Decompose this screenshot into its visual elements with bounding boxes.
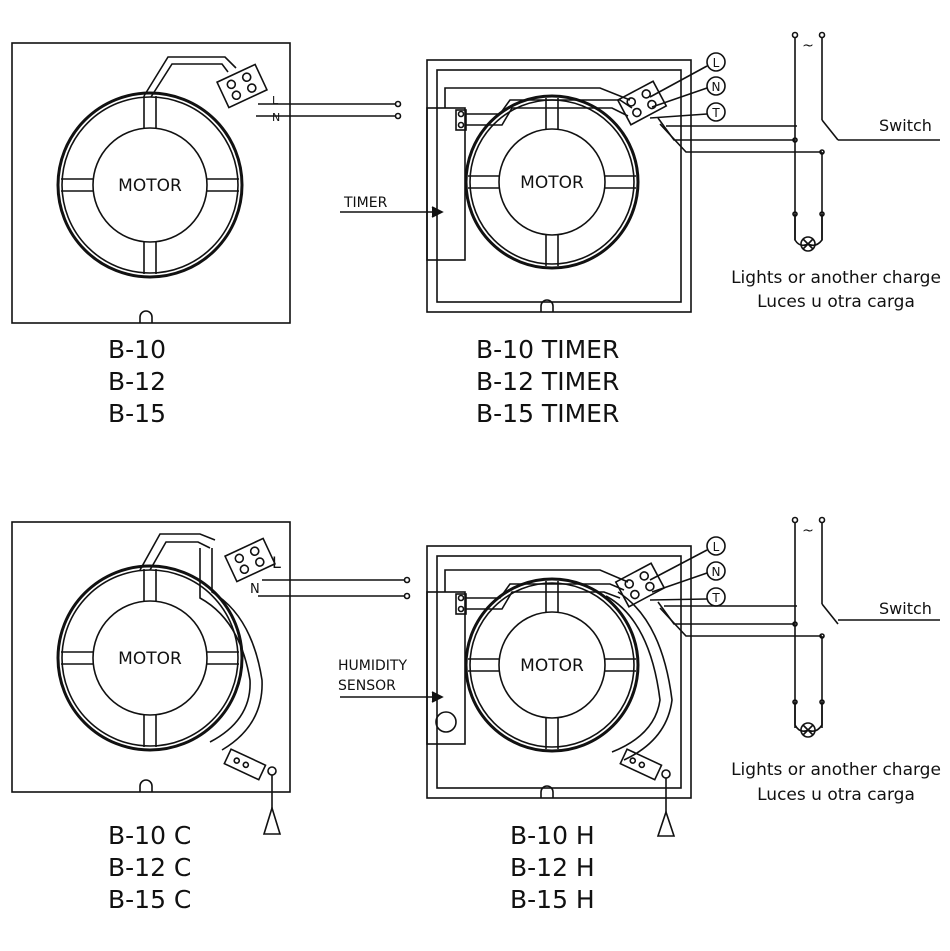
external-circuit-top — [793, 33, 941, 252]
load-label-es: Luces u otra carga — [757, 292, 915, 312]
motor-label: MOTOR — [118, 176, 182, 196]
terminal-l-marker: L — [713, 540, 720, 554]
model-name: B-12 TIMER — [476, 366, 619, 398]
terminal-t-marker: T — [711, 591, 720, 605]
model-list-timer: B-10 TIMER B-12 TIMER B-15 TIMER — [476, 334, 619, 430]
model-name: B-15 TIMER — [476, 398, 619, 430]
panel-basic — [12, 43, 401, 323]
terminal-t-marker: T — [711, 106, 720, 120]
terminal-n-marker: N — [712, 565, 721, 579]
panel-humidity — [340, 537, 822, 836]
model-name: B-12 H — [510, 852, 595, 884]
terminal-n-label: N — [250, 582, 260, 597]
humidity-label: HUMIDITY — [338, 658, 407, 674]
model-name: B-10 TIMER — [476, 334, 619, 366]
terminal-l-label: L — [272, 94, 279, 107]
timer-label: TIMER — [343, 195, 388, 211]
motor-label: MOTOR — [520, 173, 584, 193]
model-name: B-12 — [108, 366, 166, 398]
model-list-basic: B-10 B-12 B-15 — [108, 334, 166, 430]
supply-symbol: ~ — [802, 38, 814, 54]
model-name: B-10 C — [108, 820, 191, 852]
switch-label: Switch — [879, 116, 932, 135]
load-label-en: Lights or another charge — [731, 268, 941, 288]
model-list-pullcord: B-10 C B-12 C B-15 C — [108, 820, 191, 916]
model-name: B-12 C — [108, 852, 191, 884]
terminal-n-marker: N — [712, 80, 721, 94]
terminal-n-label: N — [272, 111, 280, 124]
switch-label: Switch — [879, 599, 932, 618]
model-name: B-15 C — [108, 884, 191, 916]
terminal-l-marker: L — [713, 56, 720, 70]
load-label-en: Lights or another charge — [731, 760, 941, 780]
supply-symbol: ~ — [802, 523, 814, 539]
model-name: B-15 — [108, 398, 166, 430]
motor-label: MOTOR — [118, 649, 182, 669]
load-label-es: Luces u otra carga — [757, 785, 915, 805]
terminal-l-label: L — [272, 553, 281, 572]
motor-label: MOTOR — [520, 656, 584, 676]
external-circuit-bottom — [793, 518, 941, 738]
model-name: B-10 — [108, 334, 166, 366]
model-list-humidity: B-10 H B-12 H B-15 H — [510, 820, 595, 916]
sensor-label: SENSOR — [338, 678, 396, 694]
model-name: B-15 H — [510, 884, 595, 916]
model-name: B-10 H — [510, 820, 595, 852]
